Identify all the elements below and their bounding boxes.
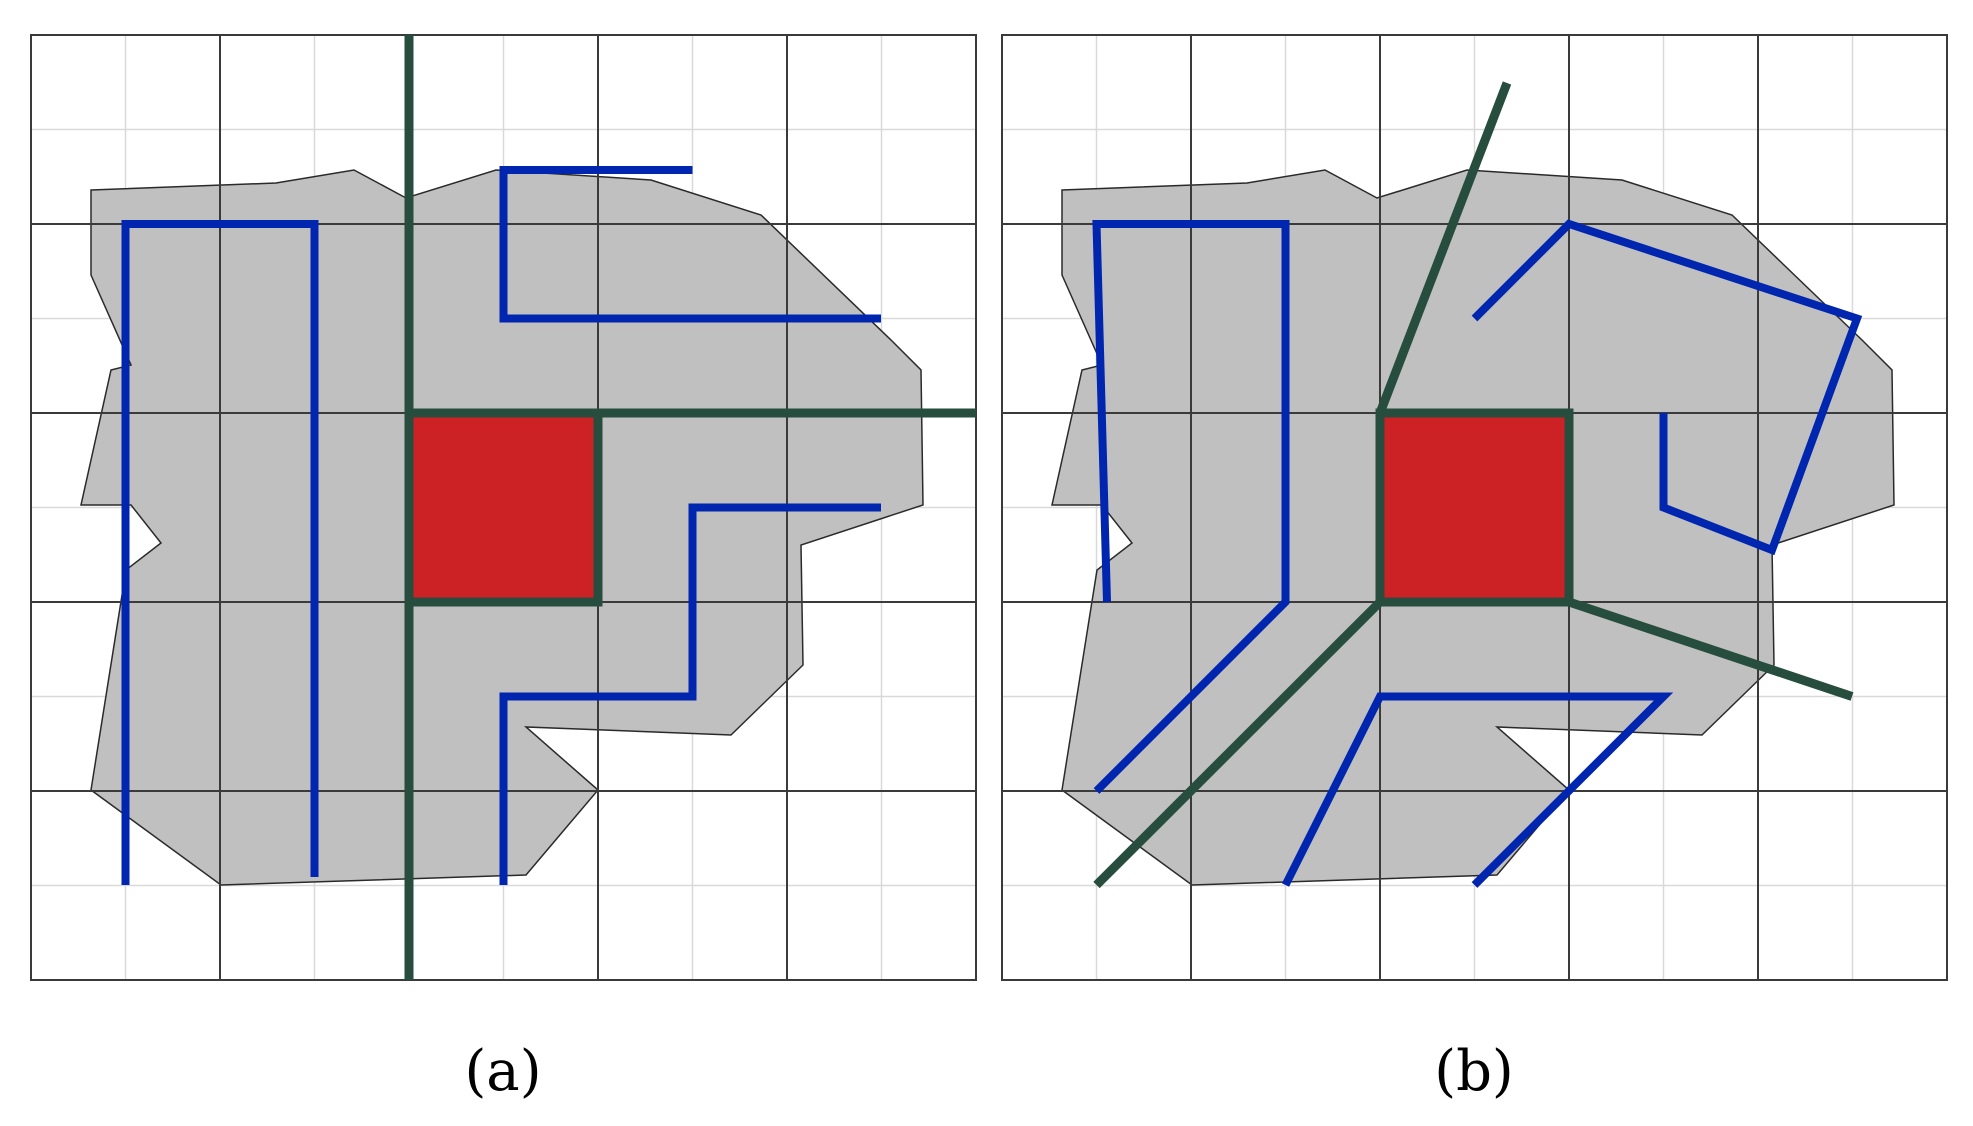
panel-b-blue-paths xyxy=(1092,219,1863,888)
panel-a-blue-path-3 xyxy=(499,503,881,885)
panel-a-caption: (a) xyxy=(464,1039,541,1104)
panel-b xyxy=(1001,34,1948,981)
panel-b-obstacle xyxy=(1380,413,1569,602)
panel-b-blue-path-2 xyxy=(1471,219,1863,556)
panel-a-blue-path-1 xyxy=(121,220,319,885)
panel-a-blue-path-2 xyxy=(499,166,881,323)
panel-a-dark-paths xyxy=(404,35,976,980)
panel-a-blue-paths xyxy=(121,166,881,885)
panel-b-caption: (b) xyxy=(1434,1039,1514,1104)
panel-a xyxy=(30,34,977,981)
panel-b-blue-path-3 xyxy=(1281,692,1674,888)
panel-a-obstacle xyxy=(409,413,598,602)
panel-b-dark-paths xyxy=(1093,81,1854,889)
panel-b-blue-path-1 xyxy=(1092,220,1290,794)
